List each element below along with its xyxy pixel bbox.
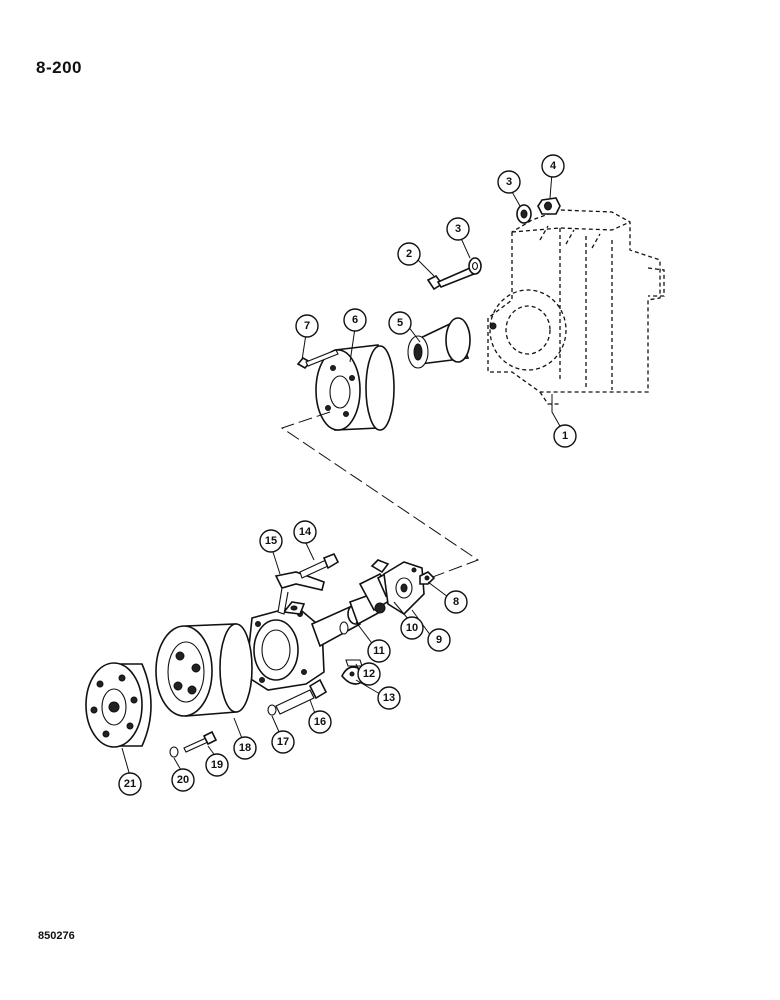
nut <box>537 197 561 215</box>
svg-text:20: 20 <box>177 774 189 786</box>
pulley-washer <box>169 746 179 758</box>
callout-10: 10 <box>400 616 424 640</box>
flange-nut <box>419 571 436 585</box>
svg-text:21: 21 <box>124 778 136 790</box>
mounting-bracket <box>274 571 325 615</box>
figure-code: 850276 <box>38 930 75 942</box>
callout-1: 1 <box>553 424 577 448</box>
cone-hub <box>407 317 471 369</box>
callout-11: 11 <box>367 639 391 663</box>
shaft-centerline <box>280 411 480 579</box>
leader-lines <box>121 172 566 777</box>
callout-4: 4 <box>541 154 565 178</box>
bracket-bolt <box>299 552 340 579</box>
svg-text:9: 9 <box>436 634 442 646</box>
svg-text:1: 1 <box>562 430 568 442</box>
svg-text:10: 10 <box>406 622 418 634</box>
svg-text:11: 11 <box>373 645 385 657</box>
drive-pulley <box>155 623 253 717</box>
svg-text:13: 13 <box>383 692 395 704</box>
callout-7: 7 <box>295 314 319 338</box>
coupling-drum <box>315 344 395 431</box>
cross-pin <box>345 659 363 667</box>
injection-pump-outline <box>487 209 665 405</box>
svg-text:2: 2 <box>406 248 412 260</box>
washer-lower <box>468 257 482 275</box>
flywheel-adapter <box>85 662 152 748</box>
callout-2: 2 <box>397 242 421 266</box>
pump-bolt <box>426 266 476 291</box>
flange-yoke <box>383 561 425 616</box>
callout-15: 15 <box>259 529 283 553</box>
callout-21: 21 <box>118 772 142 796</box>
bearing-housing <box>245 601 325 691</box>
svg-text:12: 12 <box>363 668 375 680</box>
callout-12: 12 <box>357 662 381 686</box>
callout-3-upper: 3 <box>497 170 521 194</box>
housing-washer <box>267 704 277 716</box>
callout-3-lower: 3 <box>446 217 470 241</box>
callout-16: 16 <box>308 710 332 734</box>
svg-text:6: 6 <box>352 314 358 326</box>
callout-13: 13 <box>377 686 401 710</box>
callout-9: 9 <box>427 628 451 652</box>
svg-text:5: 5 <box>397 317 403 329</box>
callout-19: 19 <box>205 753 229 777</box>
callout-17: 17 <box>271 730 295 754</box>
svg-text:8: 8 <box>453 596 459 608</box>
svg-text:15: 15 <box>265 535 277 547</box>
page-number: 8-200 <box>36 58 82 77</box>
svg-text:3: 3 <box>506 176 512 188</box>
callout-18: 18 <box>233 736 257 760</box>
washer-upper <box>516 204 532 224</box>
drum-bolt <box>296 349 339 370</box>
svg-text:14: 14 <box>299 526 312 538</box>
svg-text:17: 17 <box>277 736 289 748</box>
svg-text:4: 4 <box>550 160 557 172</box>
svg-text:16: 16 <box>314 716 326 728</box>
svg-text:18: 18 <box>239 742 251 754</box>
callout-8: 8 <box>444 590 468 614</box>
svg-text:19: 19 <box>211 759 223 771</box>
svg-text:3: 3 <box>455 223 461 235</box>
callout-20: 20 <box>171 768 195 792</box>
callout-5: 5 <box>388 311 412 335</box>
pulley-bolt <box>183 730 218 753</box>
svg-text:7: 7 <box>304 320 310 332</box>
callout-6: 6 <box>343 308 367 332</box>
housing-bolt <box>275 678 328 715</box>
callout-14: 14 <box>293 520 317 544</box>
